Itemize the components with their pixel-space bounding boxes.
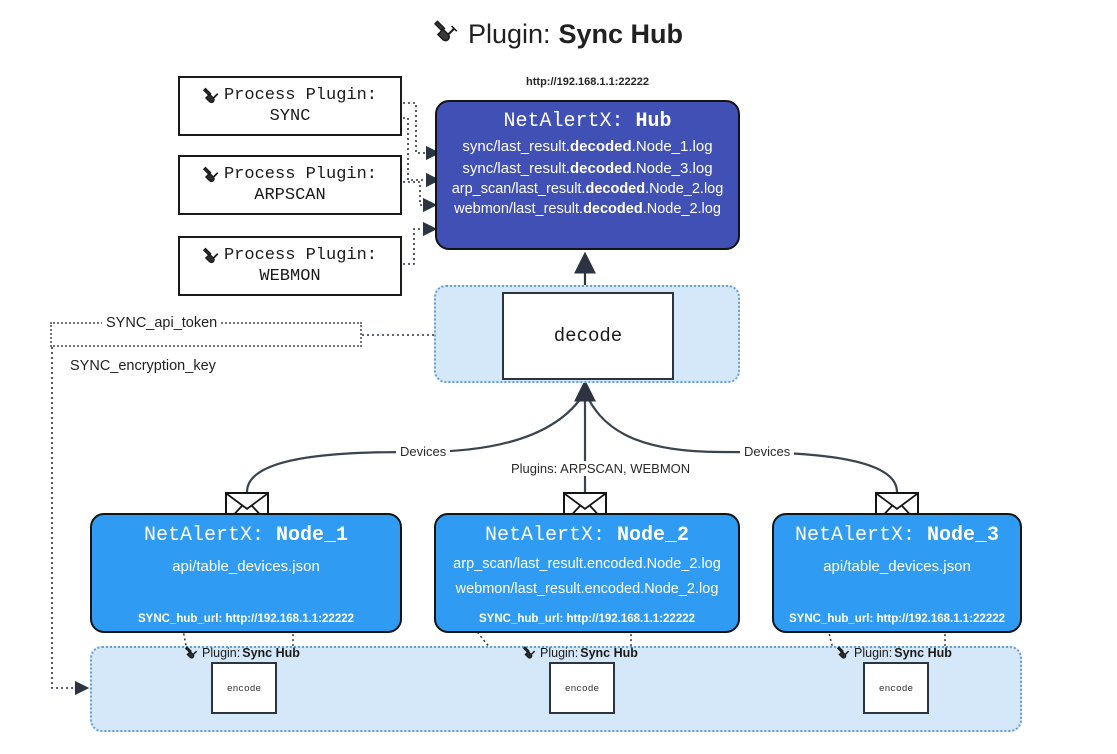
title-prefix: Plugin: xyxy=(467,19,551,49)
node-line: api/table_devices.json xyxy=(823,558,971,575)
plugin-tag-prefix: Plugin: xyxy=(854,645,893,660)
process-plugin-label: Process Plugin: xyxy=(223,85,378,105)
hub-node[interactable]: NetAlertX: Hub sync/last_result.decoded.… xyxy=(435,100,740,250)
hub-log-line-4: webmon/last_result.decoded.Node_2.log xyxy=(454,201,721,217)
process-plugin-box-webmon[interactable]: Process Plugin: WEBMON xyxy=(178,236,402,296)
process-plugin-name: WEBMON xyxy=(259,267,321,286)
node-footer: SYNC_hub_url: http://192.168.1.1:22222 xyxy=(478,613,696,625)
node-line: arp_scan/last_result.encoded.Node_2.log xyxy=(453,556,721,572)
process-plugin-name: ARPSCAN xyxy=(254,186,326,205)
plugin-tag-node-1: Plugin: Sync Hub xyxy=(185,645,300,660)
node-footer: SYNC_hub_url: http://192.168.1.1:22222 xyxy=(137,613,355,625)
process-plugin-label: Process Plugin: xyxy=(223,164,378,184)
page-title: Plugin: Sync Hub xyxy=(0,18,1117,51)
process-plugin-box-sync[interactable]: Process Plugin: SYNC xyxy=(178,76,402,136)
node-title: NetAlertX: Node_1 xyxy=(143,524,349,547)
title-name: Sync Hub xyxy=(558,19,684,49)
process-plugin-box-arpscan[interactable]: Process Plugin: ARPSCAN xyxy=(178,155,402,215)
node-box-node-1[interactable]: NetAlertX: Node_1 api/table_devices.json… xyxy=(90,513,402,633)
hub-log-line-3: arp_scan/last_result.decoded.Node_2.log xyxy=(451,181,724,197)
plugin-tag-name: Sync Hub xyxy=(894,645,952,660)
node-line: api/table_devices.json xyxy=(172,558,320,575)
node-title: NetAlertX: Node_3 xyxy=(794,524,1000,547)
process-plugin-name: SYNC xyxy=(269,107,311,126)
encode-box-node-1[interactable]: encode xyxy=(211,662,277,714)
sync-api-token-label: SYNC_api_token xyxy=(102,315,222,331)
plugin-tag-node-3: Plugin: Sync Hub xyxy=(837,645,952,660)
node-line: webmon/last_result.encoded.Node_2.log xyxy=(455,581,719,597)
plug-icon xyxy=(523,645,538,660)
hub-log-line-2: sync/last_result.decoded.Node_3.log xyxy=(462,160,713,177)
node-title: NetAlertX: Node_2 xyxy=(484,524,690,547)
plug-icon xyxy=(837,645,852,660)
plugin-tag-prefix: Plugin: xyxy=(540,645,579,660)
hub-url-label: http://192.168.1.1:22222 xyxy=(526,76,649,88)
hub-title: NetAlertX: Hub xyxy=(503,110,672,133)
plugin-tag-name: Sync Hub xyxy=(242,645,300,660)
plugin-tag-name: Sync Hub xyxy=(580,645,638,660)
node-footer: SYNC_hub_url: http://192.168.1.1:22222 xyxy=(788,613,1006,625)
plug-icon xyxy=(433,18,460,51)
plug-icon xyxy=(202,246,222,265)
edge-label-plugins: Plugins: ARPSCAN, WEBMON xyxy=(507,461,695,476)
plug-icon xyxy=(202,165,222,184)
decode-box[interactable]: decode xyxy=(502,292,674,380)
process-plugin-label: Process Plugin: xyxy=(223,245,378,265)
plugin-tag-prefix: Plugin: xyxy=(202,645,241,660)
edge-label-devices-right: Devices xyxy=(740,444,795,459)
node-box-node-2[interactable]: NetAlertX: Node_2 arp_scan/last_result.e… xyxy=(434,513,740,633)
plug-icon xyxy=(202,86,222,105)
encode-box-node-3[interactable]: encode xyxy=(863,662,929,714)
sync-encryption-key-label: SYNC_encryption_key xyxy=(66,358,220,374)
plug-icon xyxy=(185,645,200,660)
edge-label-devices-left: Devices xyxy=(396,444,451,459)
node-box-node-3[interactable]: NetAlertX: Node_3 api/table_devices.json… xyxy=(772,513,1022,633)
encode-box-node-2[interactable]: encode xyxy=(549,662,615,714)
plugin-tag-node-2: Plugin: Sync Hub xyxy=(523,645,638,660)
hub-log-line-1: sync/last_result.decoded.Node_1.log xyxy=(462,138,713,155)
